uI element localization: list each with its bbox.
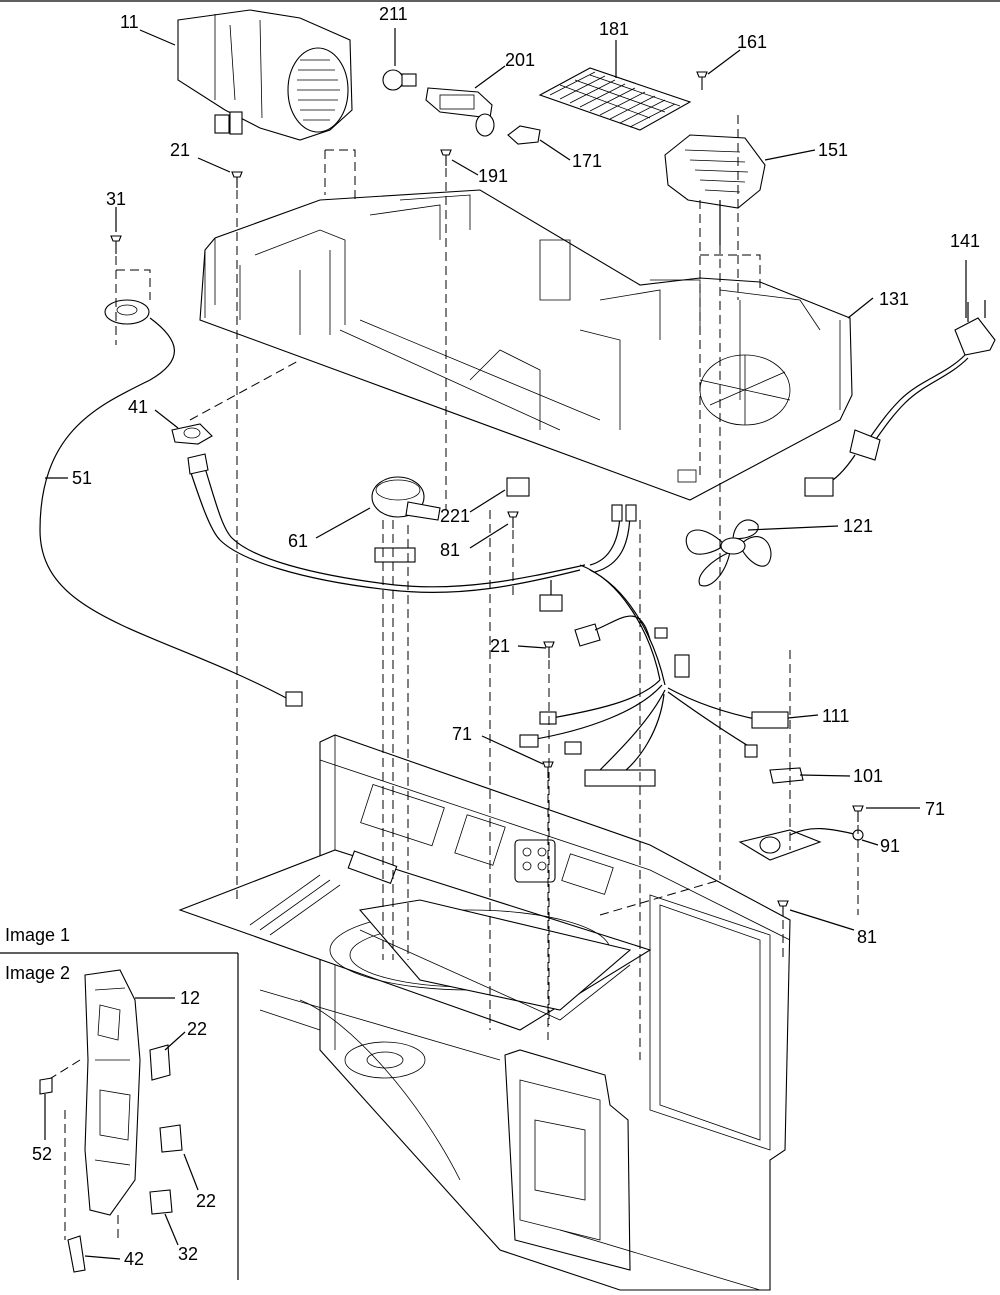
label-61: 61 xyxy=(288,531,308,551)
label-51: 51 xyxy=(72,468,92,488)
label-211: 211 xyxy=(379,4,408,24)
power-cord-part xyxy=(804,300,996,497)
label-171: 171 xyxy=(572,151,602,171)
oven-cavity-part xyxy=(178,734,791,1291)
grease-filter-part xyxy=(538,67,692,131)
part-labels: 11 211 201 181 161 21 191 171 151 31 141… xyxy=(32,4,980,1269)
fuse-part xyxy=(769,767,804,784)
label-42: 42 xyxy=(124,1249,144,1269)
latch-part xyxy=(507,125,541,145)
label-81-right: 81 xyxy=(857,927,877,947)
label-121: 121 xyxy=(843,516,873,536)
label-221: 221 xyxy=(440,506,470,526)
blower-motor-part xyxy=(177,9,353,141)
thermal-cutout-part xyxy=(104,299,213,445)
fan-blade-part xyxy=(685,519,772,587)
lamp-socket-part xyxy=(425,87,495,137)
label-71-mid: 71 xyxy=(452,724,472,744)
label-22-top: 22 xyxy=(187,1019,207,1039)
damper-assembly-part xyxy=(664,134,766,245)
label-81-mid: 81 xyxy=(440,540,460,560)
label-21-mid: 21 xyxy=(490,636,510,656)
label-141: 141 xyxy=(950,231,980,251)
inset-panel: Image 1 Image 2 xyxy=(0,925,239,1280)
label-191: 191 xyxy=(478,166,508,186)
relay-switch-part xyxy=(506,477,530,497)
lamp-bulb-part xyxy=(382,69,417,91)
label-131: 131 xyxy=(879,289,909,309)
label-71-right: 71 xyxy=(925,799,945,819)
inset-title-2: Image 2 xyxy=(5,963,70,983)
label-31: 31 xyxy=(106,189,126,209)
label-161: 161 xyxy=(737,32,767,52)
wiring-harness-part xyxy=(187,453,789,787)
sensor-cable-part xyxy=(39,317,291,701)
inset-title-1: Image 1 xyxy=(5,925,70,945)
label-111: 111 xyxy=(822,706,849,726)
leader-lines xyxy=(44,28,967,1260)
label-12: 12 xyxy=(180,988,200,1008)
label-201: 201 xyxy=(505,50,535,70)
label-32: 32 xyxy=(178,1244,198,1264)
sensor-cable-plug xyxy=(285,691,303,707)
alignment-lines xyxy=(115,115,859,1060)
fan-motor-part xyxy=(371,476,441,521)
top-plate-part xyxy=(199,189,853,501)
label-52: 52 xyxy=(32,1144,52,1164)
screw-parts xyxy=(110,71,864,917)
label-11: 11 xyxy=(120,12,139,32)
sensor-bracket-part xyxy=(738,827,864,861)
label-151: 151 xyxy=(818,140,848,160)
label-41: 41 xyxy=(128,397,148,417)
label-22-bottom: 22 xyxy=(196,1191,216,1211)
label-181: 181 xyxy=(599,19,629,39)
label-21-top: 21 xyxy=(170,140,190,160)
label-101: 101 xyxy=(853,766,883,786)
label-91: 91 xyxy=(880,836,900,856)
